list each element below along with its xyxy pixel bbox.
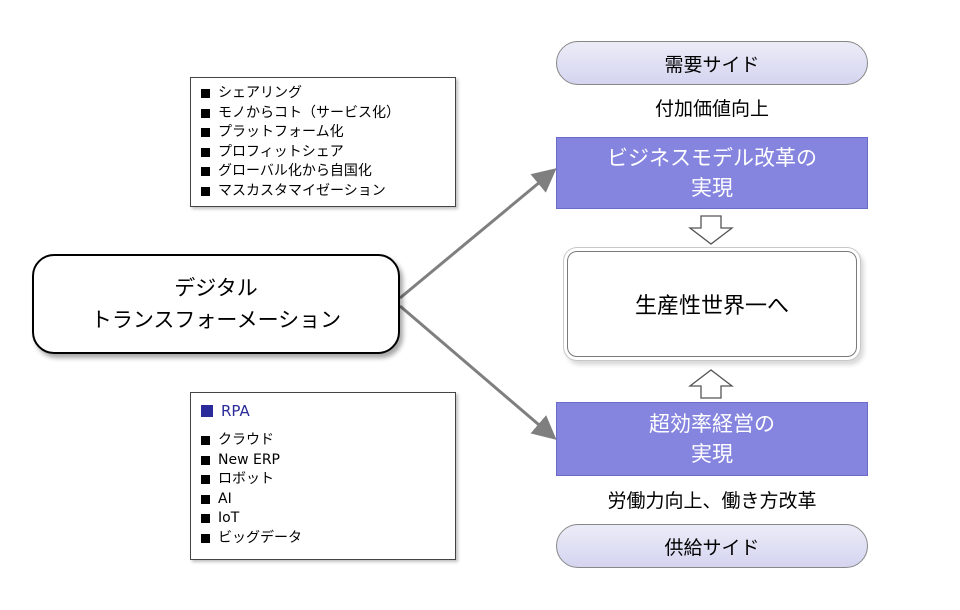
- square-bullet-icon: [201, 147, 210, 157]
- square-bullet-icon: [201, 405, 213, 417]
- super-efficiency-box: 超効率経営の 実現: [556, 402, 868, 476]
- arrow-to-business-model: [399, 168, 557, 300]
- list-item: AI: [201, 490, 447, 510]
- list-item: クラウド: [201, 431, 447, 451]
- block-arrow-up: [688, 369, 734, 399]
- rpa-heading: RPA: [201, 399, 447, 423]
- list-item: ロボット: [201, 470, 447, 490]
- supply-side-pill: 供給サイド: [556, 524, 868, 568]
- arrow-to-super-efficiency: [399, 304, 557, 440]
- value-add-caption: 付加価値向上: [654, 98, 769, 120]
- square-bullet-icon: [201, 494, 210, 504]
- workforce-caption: 労働力向上、働き方改革: [607, 490, 817, 512]
- list-item: ビッグデータ: [201, 529, 447, 549]
- block-arrow-down: [688, 215, 734, 245]
- square-bullet-icon: [201, 475, 210, 485]
- square-bullet-icon: [201, 128, 210, 138]
- business-model-box: ビジネスモデル改革の 実現: [556, 137, 868, 209]
- list-item: グローバル化から自国化: [201, 162, 447, 182]
- square-bullet-icon: [201, 89, 210, 99]
- list-item: シェアリング: [201, 84, 447, 104]
- business-model-list: シェアリング モノからコト（サービス化） プラットフォーム化 プロフィットシェア…: [190, 77, 456, 207]
- list-item: New ERP: [201, 451, 447, 471]
- technology-list: RPA クラウド New ERP ロボット AI IoT ビッグデータ: [190, 392, 456, 560]
- square-bullet-icon: [201, 108, 210, 118]
- list-item: マスカスタマイゼーション: [201, 182, 447, 202]
- demand-side-pill: 需要サイド: [556, 41, 868, 85]
- square-bullet-icon: [201, 455, 210, 465]
- list-item: プロフィットシェア: [201, 143, 447, 163]
- square-bullet-icon: [201, 186, 210, 196]
- digital-transformation-box: デジタル トランスフォーメーション: [32, 254, 400, 354]
- list-item: プラットフォーム化: [201, 123, 447, 143]
- list-item: モノからコト（サービス化）: [201, 104, 447, 124]
- square-bullet-icon: [201, 436, 210, 446]
- square-bullet-icon: [201, 533, 210, 543]
- list-item: IoT: [201, 509, 447, 529]
- square-bullet-icon: [201, 514, 210, 524]
- square-bullet-icon: [201, 167, 210, 177]
- productivity-goal-box: 生産性世界一へ: [567, 251, 857, 357]
